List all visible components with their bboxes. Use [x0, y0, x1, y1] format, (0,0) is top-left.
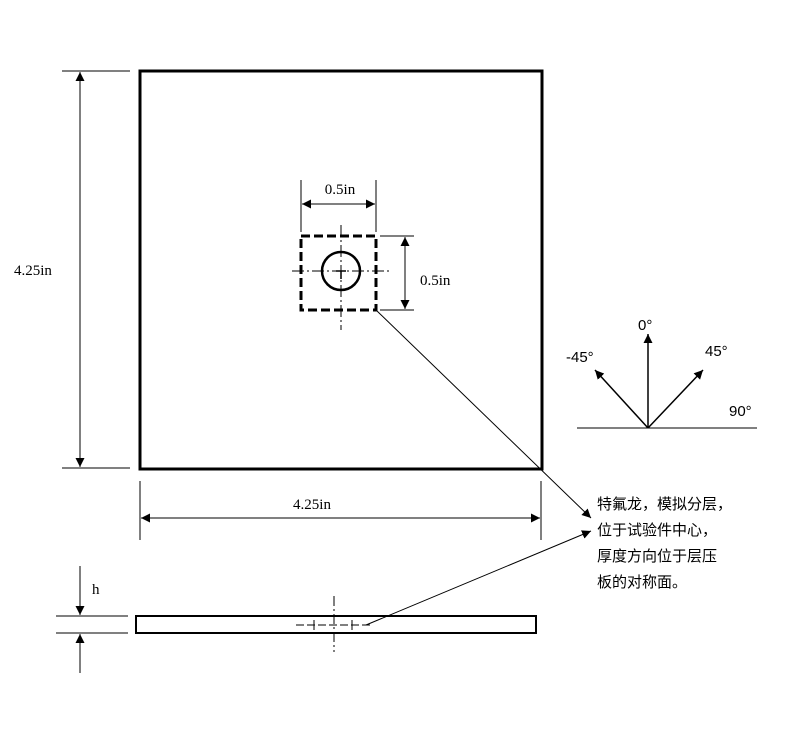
angle-label-45: 45° [705, 343, 728, 360]
note-line: 特氟龙，模拟分层， [597, 495, 733, 513]
thickness-label: h [92, 582, 100, 598]
side-view-leader-line [365, 530, 592, 626]
arrow-minus-45-deg [594, 369, 649, 429]
plate-width-label: 4.25in [293, 497, 331, 513]
angle-label-minus-45: -45° [566, 349, 594, 366]
plate-height-label: 4.25in [14, 263, 52, 279]
arrow-45-deg [647, 369, 704, 429]
angle-label-0: 0° [638, 317, 652, 334]
insert-description-note: 特氟龙，模拟分层， 位于试验件中心， 厚度方向位于层压 板的对称面。 [597, 491, 797, 595]
note-line: 位于试验件中心， [597, 521, 718, 539]
insert-width-label: 0.5in [325, 182, 356, 198]
note-line: 厚度方向位于层压 [597, 547, 718, 565]
insert-leader-line [375, 309, 592, 519]
insert-height-label: 0.5in [420, 273, 451, 289]
angle-label-90: 90° [729, 403, 752, 420]
plate-outline [138, 69, 544, 471]
side-view-laminate [135, 615, 537, 634]
insert-outline [299, 234, 378, 312]
note-line: 板的对称面。 [597, 573, 688, 591]
